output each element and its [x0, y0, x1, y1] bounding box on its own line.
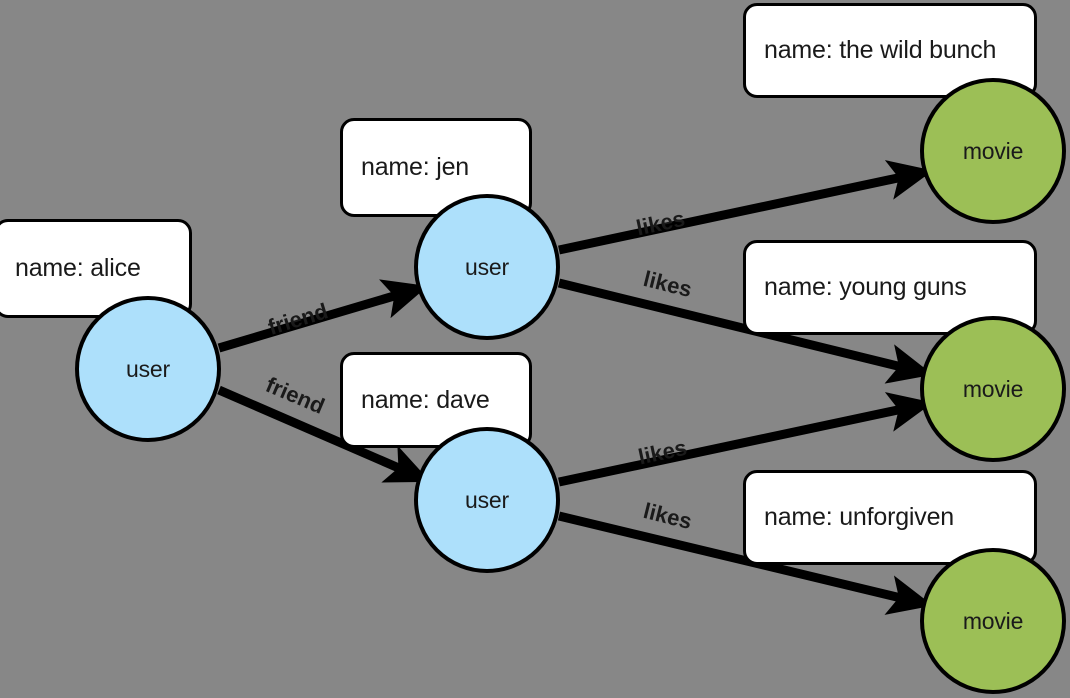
node-dave-label: user	[465, 486, 509, 513]
node-alice-label: user	[126, 355, 170, 382]
node-dave[interactable]: user	[414, 427, 560, 573]
node-jen[interactable]: user	[414, 194, 560, 340]
node-alice[interactable]: user	[75, 296, 221, 442]
edge-jen-youngguns	[557, 278, 933, 384]
node-jen-label: user	[465, 253, 509, 280]
edge-jen-wildbunch	[558, 160, 934, 255]
node-unforgiven[interactable]: movie	[920, 548, 1066, 694]
box-alice-text: name: alice	[15, 254, 141, 282]
node-wildbunch-label: movie	[962, 137, 1024, 164]
edge-alice-dave	[217, 385, 431, 484]
box-wildbunch-text: name: the wild bunch	[764, 36, 997, 64]
box-unforgiven-text: name: unforgiven	[764, 503, 954, 531]
box-jen-text: name: jen	[361, 153, 469, 181]
edge-dave-youngguns	[558, 392, 934, 487]
edge-dave-unforgiven	[557, 511, 934, 615]
box-youngguns-text: name: young guns	[764, 273, 967, 301]
node-youngguns[interactable]: movie	[920, 316, 1066, 462]
node-unforgiven-label: movie	[962, 607, 1024, 634]
box-jen: name: jen	[340, 118, 532, 217]
box-dave-text: name: dave	[361, 385, 490, 414]
node-youngguns-label: movie	[962, 375, 1024, 402]
edge-alice-jen	[217, 279, 428, 353]
node-wildbunch[interactable]: movie	[920, 78, 1066, 224]
